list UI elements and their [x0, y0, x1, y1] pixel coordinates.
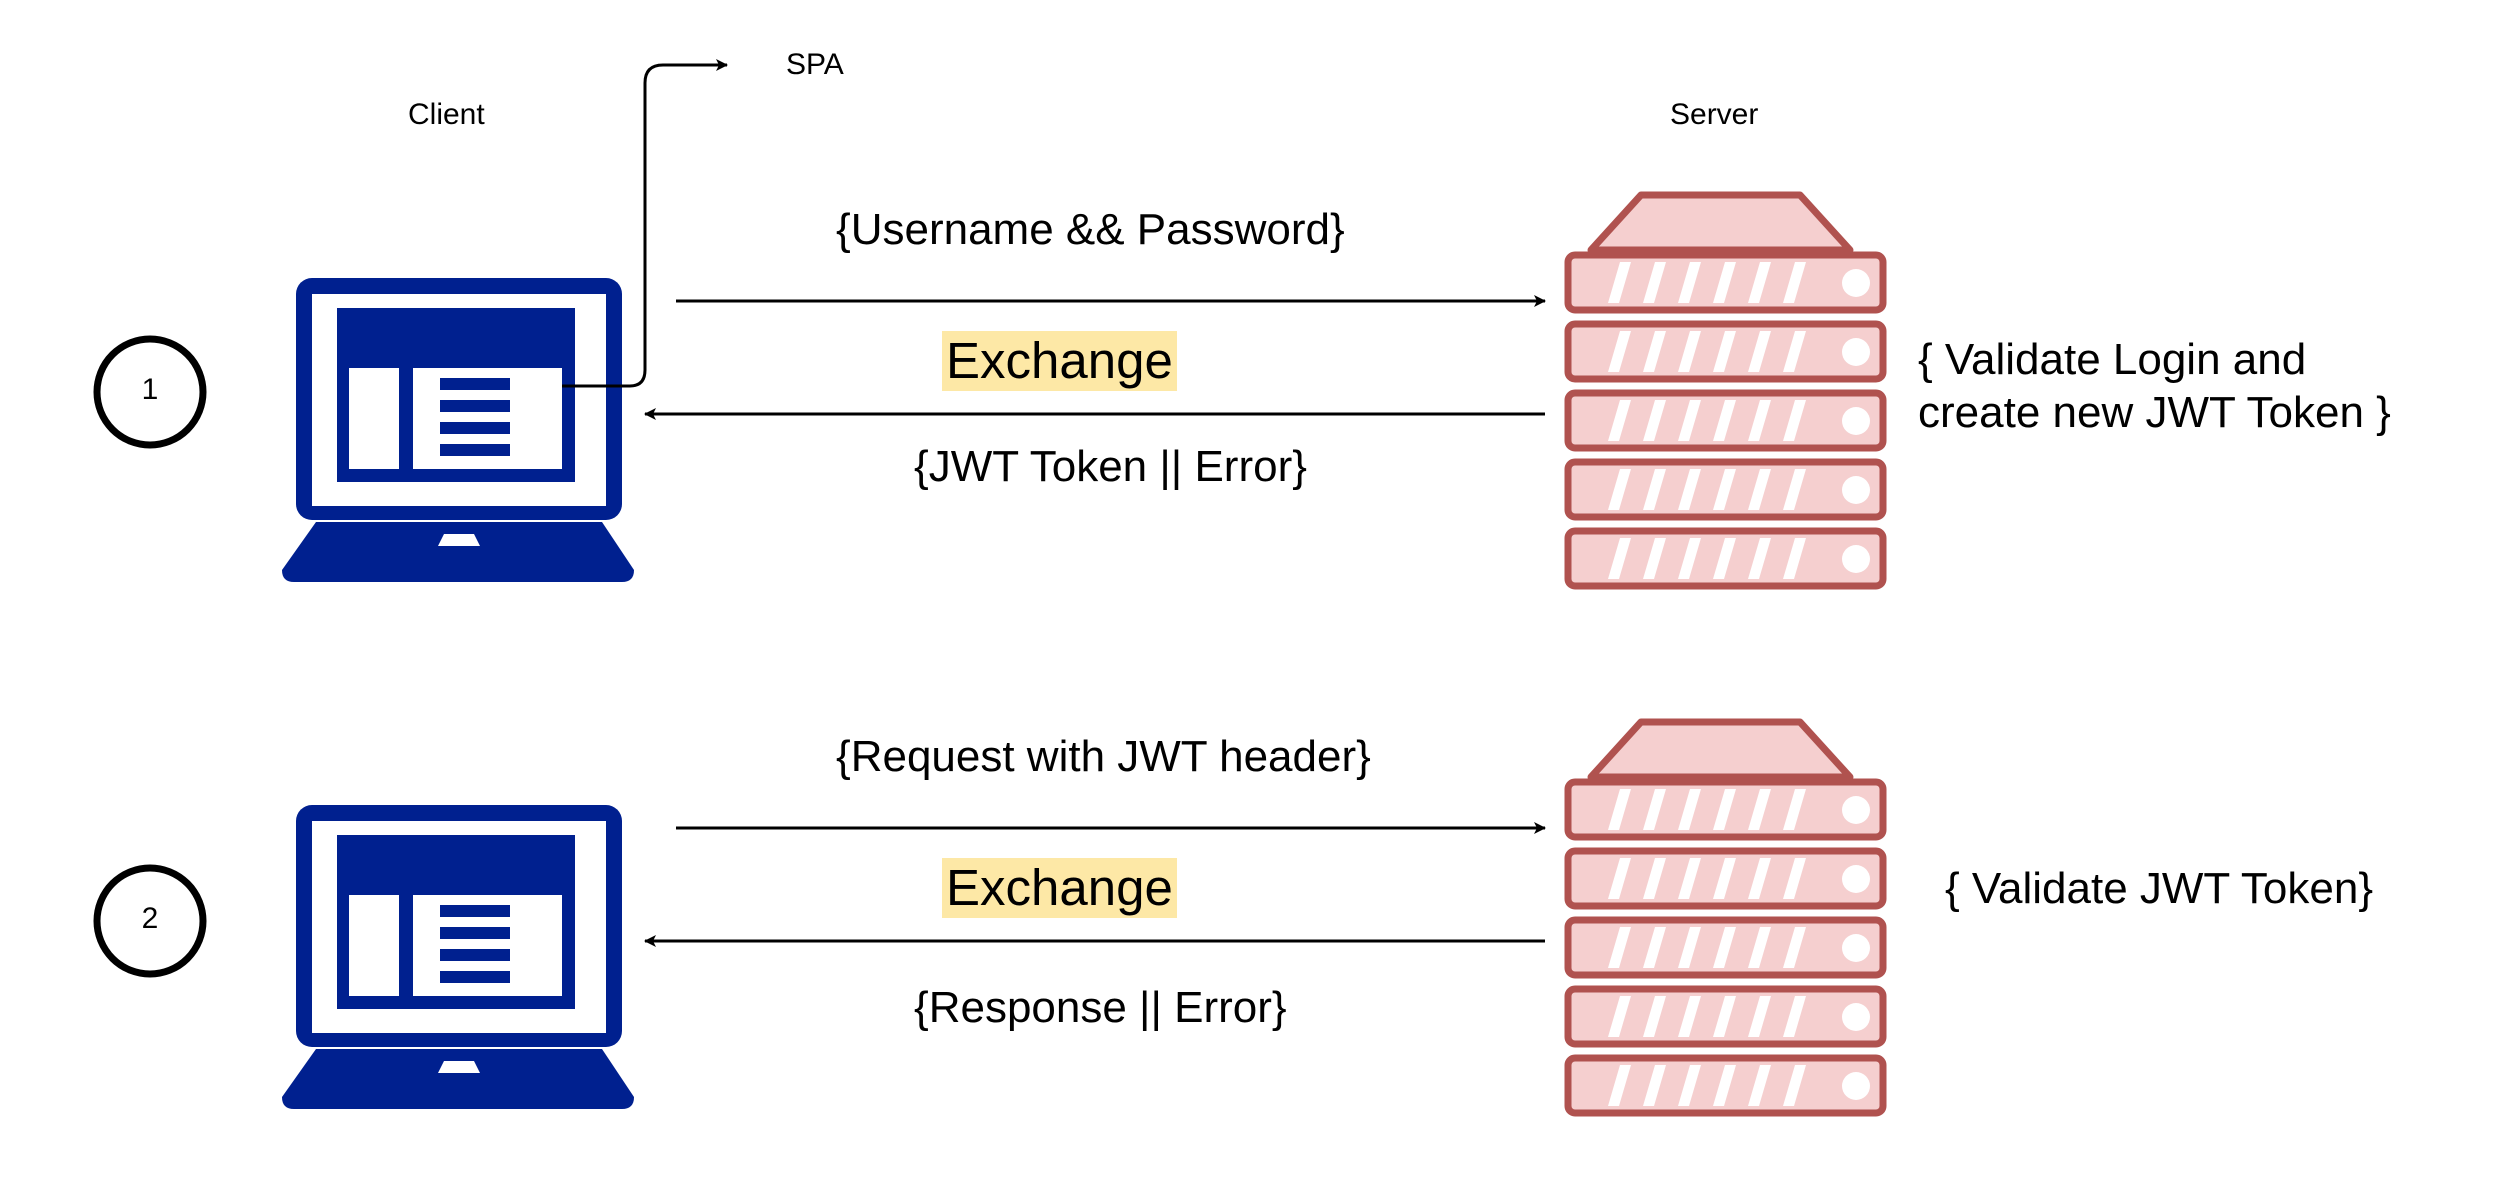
- server-note-1-line-1: { Validate Login and: [1918, 335, 2307, 384]
- request-label-2: {Request with JWT header}: [836, 732, 1371, 781]
- response-label-2: {Response || Error}: [914, 983, 1287, 1032]
- response-label-1: {JWT Token || Error}: [914, 442, 1307, 491]
- server-rack-icon: [1568, 722, 1883, 1113]
- server-note-2-line-1: { Validate JWT Token}: [1945, 864, 2374, 913]
- server-rack-icon: [1568, 195, 1883, 586]
- server-label: Server: [1670, 98, 1759, 131]
- laptop-icon: [282, 278, 634, 582]
- step-2-number: 2: [141, 902, 159, 935]
- exchange-label-2: Exchange: [942, 858, 1177, 919]
- step-2-circle: [93, 864, 207, 978]
- request-label-1: {Username && Password}: [836, 205, 1345, 254]
- step-1-circle: [93, 335, 207, 449]
- spa-label: SPA: [786, 48, 844, 81]
- step-1-number: 1: [141, 373, 159, 406]
- exchange-label-1: Exchange: [942, 331, 1177, 392]
- server-note-1-line-2: create new JWT Token }: [1918, 388, 2391, 437]
- client-label: Client: [408, 98, 485, 131]
- laptop-icon: [282, 805, 634, 1109]
- spa-connector: [562, 59, 728, 388]
